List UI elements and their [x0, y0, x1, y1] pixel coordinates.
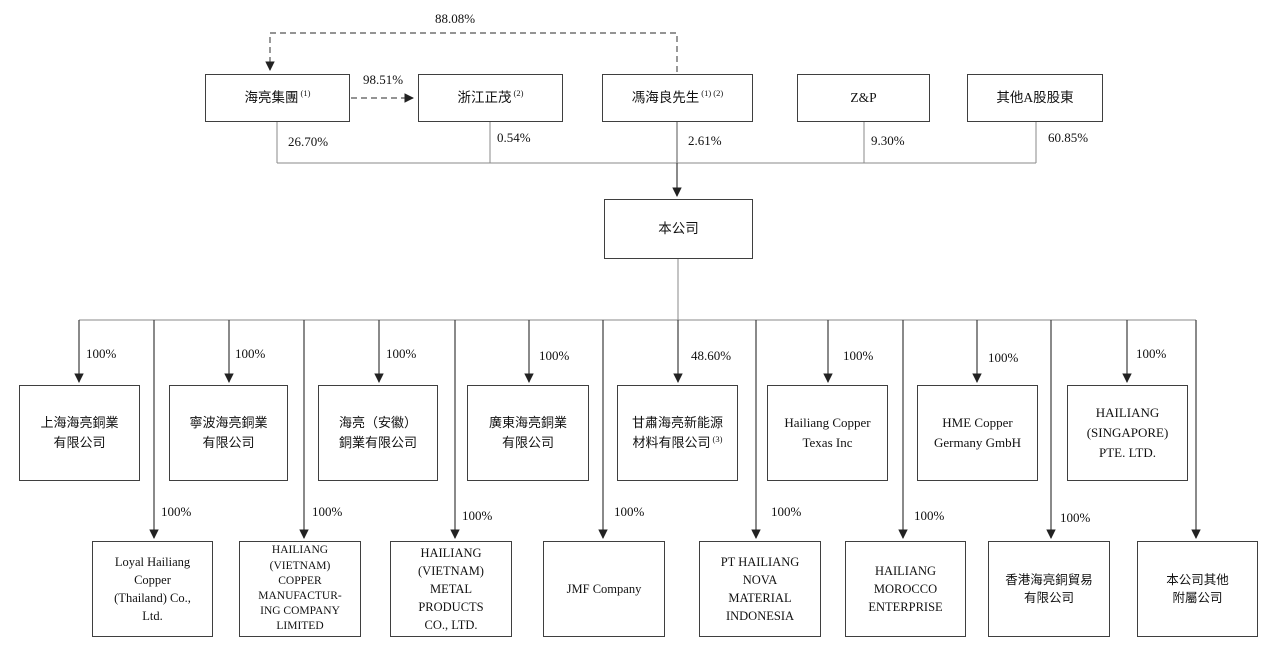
node-label: Z&P: [850, 89, 877, 105]
node-label: HAILIANG MOROCCO ENTERPRISE: [868, 563, 943, 615]
node-company: 本公司: [604, 199, 753, 259]
node-hailiang-vietnam-copper: HAILIANG (VIETNAM) COPPER MANUFACTUR- IN…: [239, 541, 361, 637]
node-label: 甘肅海亮新能源 材料有限公司: [631, 414, 723, 450]
stake-label-tier3: 100%: [462, 508, 493, 523]
node-label: 其他A股股東: [996, 89, 1074, 105]
node-zp: Z&P: [797, 74, 930, 122]
node-label: HAILIANG (VIETNAM) METAL PRODUCTS CO., L…: [418, 545, 484, 633]
stake-label-tier3: 100%: [914, 508, 945, 523]
node-ningbo-hailiang-copper: 寧波海亮銅業 有限公司: [169, 385, 288, 481]
stake-label-feng-to-group: 88.08%: [434, 11, 476, 26]
node-hk-hailiang-copper-trading: 香港海亮銅貿易 有限公司: [988, 541, 1110, 637]
node-pt-hailiang-nova-indonesia: PT HAILIANG NOVA MATERIAL INDONESIA: [699, 541, 821, 637]
node-jmf-company: JMF Company: [543, 541, 665, 637]
stake-label-tier2: 100%: [539, 348, 570, 363]
stake-label-tier3: 100%: [1060, 510, 1091, 525]
node-hme-copper-germany: HME Copper Germany GmbH: [917, 385, 1038, 481]
stake-label-tier3: 100%: [161, 504, 192, 519]
stake-label-tier2: 100%: [1136, 346, 1167, 361]
stake-label-hailiang-group: 26.70%: [288, 134, 329, 149]
stake-label-tier2: 100%: [86, 346, 117, 361]
node-label: 本公司其他 附屬公司: [1166, 572, 1229, 605]
node-label: 香港海亮銅貿易 有限公司: [1005, 572, 1093, 605]
stake-label-tier2: 48.60%: [691, 348, 732, 363]
node-label: 浙江正茂: [457, 89, 512, 105]
node-shanghai-hailiang-copper: 上海海亮銅業 有限公司: [19, 385, 140, 481]
stake-label-tier2: 100%: [235, 346, 266, 361]
stake-label-tier2: 100%: [386, 346, 417, 361]
stake-label-tier3: 100%: [312, 504, 343, 519]
node-other-a-share-shareholders: 其他A股股東: [967, 74, 1103, 122]
node-label: JMF Company: [566, 581, 642, 596]
node-label: Hailiang Copper Texas Inc: [784, 414, 871, 450]
footnote-marker: (3): [712, 433, 723, 444]
stake-label-tier3: 100%: [771, 504, 802, 519]
footnote-marker: (1): [300, 88, 311, 99]
node-hailiang-morocco: HAILIANG MOROCCO ENTERPRISE: [845, 541, 966, 637]
node-label: HME Copper Germany GmbH: [933, 414, 1021, 450]
node-label: 海亮集團: [244, 89, 299, 105]
node-label: PT HAILIANG NOVA MATERIAL INDONESIA: [720, 554, 800, 624]
node-feng-hailiang: 馮海良先生(1) (2): [602, 74, 753, 122]
node-hailiang-vietnam-metal: HAILIANG (VIETNAM) METAL PRODUCTS CO., L…: [390, 541, 512, 637]
node-label: 本公司: [658, 220, 699, 236]
node-loyal-hailiang-thailand: Loyal Hailiang Copper (Thailand) Co., Lt…: [92, 541, 213, 637]
node-label: 寧波海亮銅業 有限公司: [189, 414, 268, 450]
node-label: HAILIANG (SINGAPORE) PTE. LTD.: [1086, 404, 1169, 461]
footnote-marker: (2): [513, 88, 524, 99]
stake-label-other-a-share: 60.85%: [1048, 130, 1089, 145]
stake-label-tier2: 100%: [843, 348, 874, 363]
stake-label-tier3: 100%: [614, 504, 645, 519]
stake-label-group-to-zhengmao: 98.51%: [362, 72, 404, 87]
node-company-other-subsidiaries: 本公司其他 附屬公司: [1137, 541, 1258, 637]
node-gansu-hailiang-new-energy: 甘肅海亮新能源 材料有限公司(3): [617, 385, 738, 481]
node-hailiang-anhui-copper: 海亮（安徽） 銅業有限公司: [318, 385, 438, 481]
node-hailiang-copper-texas: Hailiang Copper Texas Inc: [767, 385, 888, 481]
stake-label-zhejiang-zhengmao: 0.54%: [497, 130, 531, 145]
node-hailiang-singapore: HAILIANG (SINGAPORE) PTE. LTD.: [1067, 385, 1188, 481]
node-label: HAILIANG (VIETNAM) COPPER MANUFACTUR- IN…: [258, 544, 342, 633]
node-label: 上海海亮銅業 有限公司: [40, 414, 119, 450]
node-label: 馮海良先生: [631, 89, 700, 105]
node-zhejiang-zhengmao: 浙江正茂(2): [418, 74, 563, 122]
stake-label-tier2: 100%: [988, 350, 1019, 365]
stake-label-zp: 9.30%: [871, 133, 905, 148]
node-label: Loyal Hailiang Copper (Thailand) Co., Lt…: [114, 554, 191, 624]
stake-label-feng-hailiang: 2.61%: [688, 133, 722, 148]
footnote-marker: (1) (2): [701, 88, 724, 99]
node-label: 廣東海亮銅業 有限公司: [488, 414, 567, 450]
node-hailiang-group: 海亮集團(1): [205, 74, 350, 122]
node-label: 海亮（安徽） 銅業有限公司: [338, 414, 417, 450]
node-guangdong-hailiang-copper: 廣東海亮銅業 有限公司: [467, 385, 589, 481]
